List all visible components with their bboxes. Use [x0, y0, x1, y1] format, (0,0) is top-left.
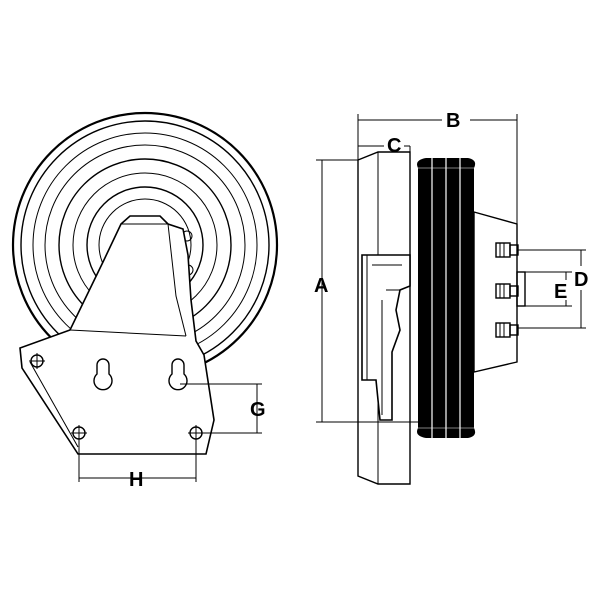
side-view: A B C D E — [314, 110, 588, 485]
dimension-d — [518, 249, 586, 329]
dimension-b — [357, 114, 518, 224]
mounting-hole-bottom-left — [71, 425, 87, 441]
keyhole-slot-left — [93, 358, 113, 391]
pulley-grooves — [417, 158, 476, 438]
dimension-c — [358, 145, 411, 152]
dimension-a-label: A — [314, 275, 328, 297]
stud-top — [495, 242, 519, 258]
mounting-bracket — [19, 215, 215, 455]
dimension-b-label: B — [446, 110, 460, 132]
front-view: G H — [11, 111, 279, 491]
dimension-e-label: E — [554, 281, 567, 303]
dimension-g-label: G — [250, 399, 266, 421]
dimension-d-label: D — [574, 269, 588, 291]
dimension-a — [316, 159, 418, 423]
mounting-hole-top-left — [29, 353, 45, 369]
stud-bottom — [495, 322, 519, 338]
dimension-g — [180, 383, 262, 434]
clutch-body — [473, 211, 518, 373]
dimension-h-label: H — [129, 469, 143, 491]
dimension-e — [525, 271, 572, 307]
pilot — [516, 271, 526, 307]
dimension-h — [78, 440, 197, 482]
mounting-studs — [495, 242, 526, 338]
stud-middle — [495, 283, 519, 299]
dimension-c-label: C — [387, 135, 401, 157]
keyhole-slot-right — [168, 358, 188, 391]
side-bracket-profile — [361, 254, 411, 421]
